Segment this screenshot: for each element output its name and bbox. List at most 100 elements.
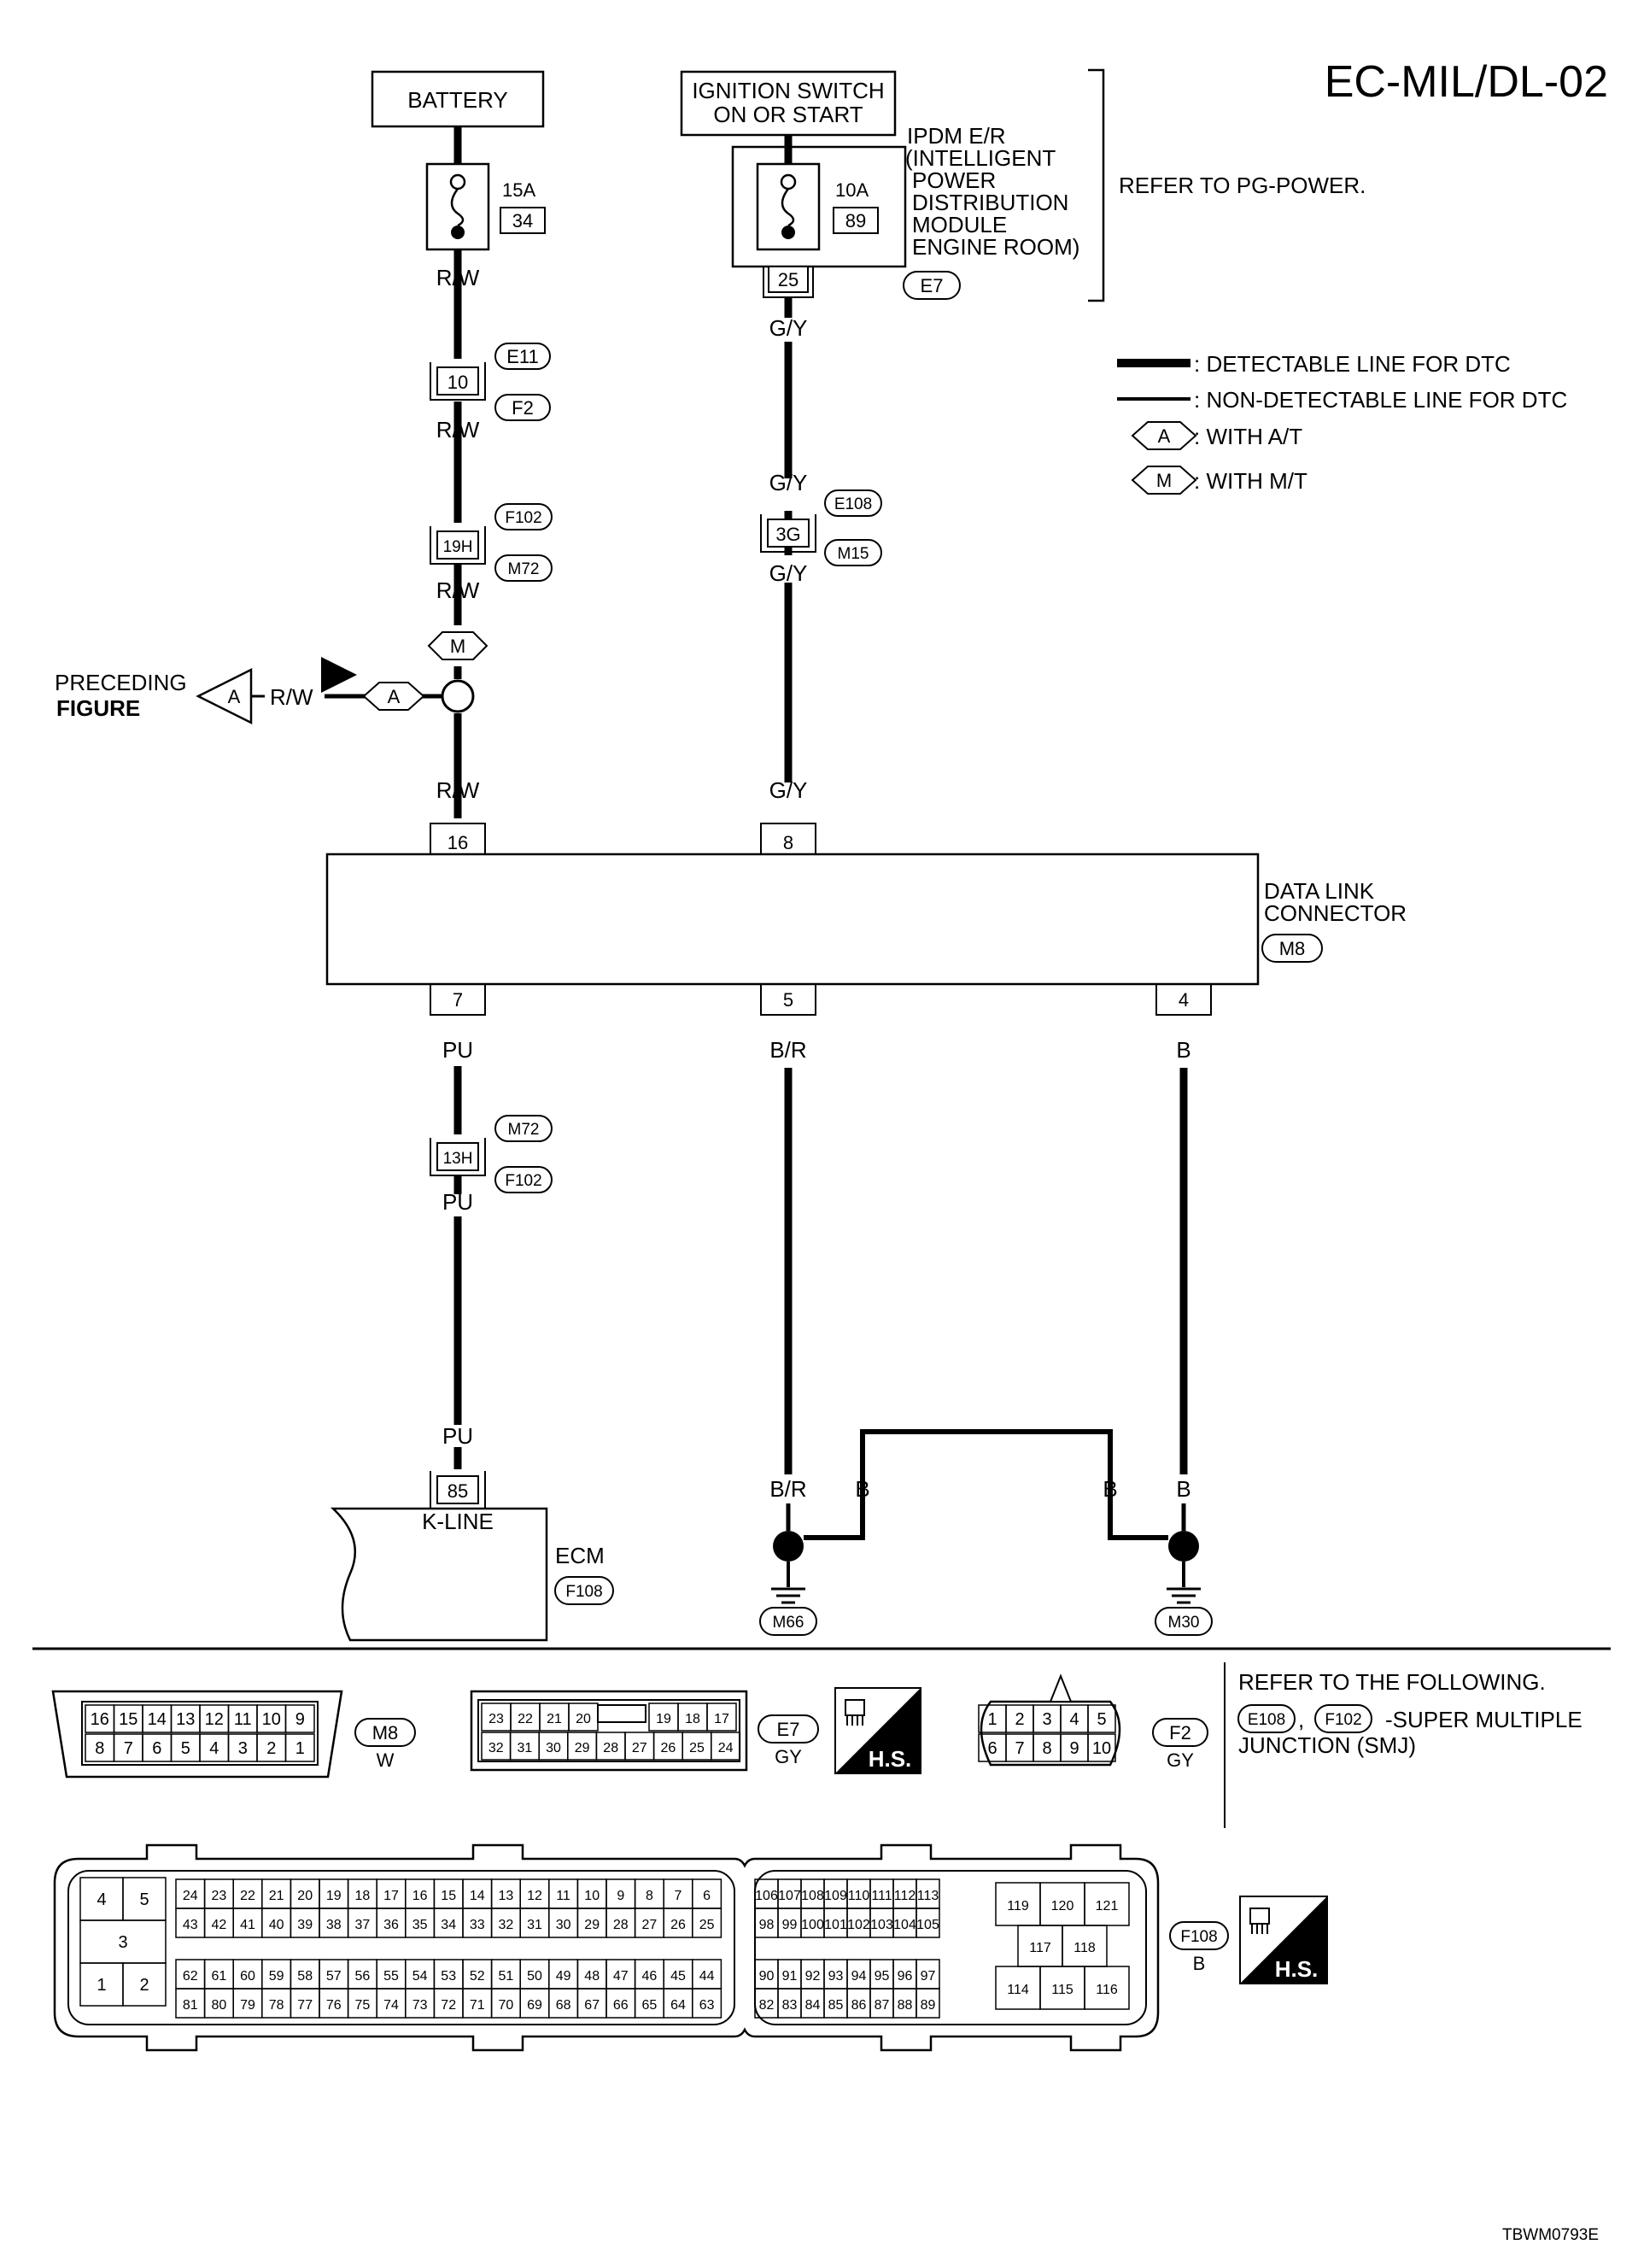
f108-pin-22: 22 <box>232 1878 263 1909</box>
f108-pin-label: 101 <box>824 1918 847 1932</box>
e7-pin-27: 27 <box>624 1732 655 1761</box>
f108-pin-label: 83 <box>782 1998 798 2013</box>
f108-pin-label: 2 <box>139 1976 149 1995</box>
f108-pin-label: 118 <box>1073 1941 1096 1955</box>
f108-pin-44: 44 <box>692 1959 722 1990</box>
e7-color: GY <box>775 1746 802 1767</box>
f108-pin-6: 6 <box>692 1878 722 1909</box>
f108-pin-label: 43 <box>183 1918 198 1932</box>
f108-pin-80: 80 <box>203 1988 234 2019</box>
m8-pin-label: 3 <box>238 1739 248 1758</box>
data-link-connector-box <box>325 853 1260 986</box>
left-wire-color-2: R/W <box>436 417 480 442</box>
f108-pin-89: 89 <box>916 1988 940 2019</box>
hs-icon-e7: H.S. <box>834 1687 921 1774</box>
f108-pin-label: 81 <box>183 1998 198 2013</box>
conn-m15-label: M15 <box>838 545 869 563</box>
refer-smj-2: JUNCTION (SMJ) <box>1238 1732 1416 1758</box>
f108-pin-60: 60 <box>232 1959 263 1990</box>
f108-pin-label: 11 <box>556 1889 570 1903</box>
f108-pin-label: 71 <box>470 1998 485 2013</box>
e7-pin-28: 28 <box>595 1732 626 1761</box>
legend-mt-text: : WITH M/T <box>1194 468 1307 494</box>
fuse-right-amp: 10A <box>835 179 869 201</box>
f108-pin-62: 62 <box>175 1959 206 1990</box>
f108-pin-2: 2 <box>122 1962 167 2007</box>
conn-m15-tag: M15 <box>824 539 882 566</box>
f108-pin-95: 95 <box>869 1959 894 1990</box>
f108-pin-105: 105 <box>916 1908 940 1938</box>
fuse-left-num: 34 <box>512 210 533 231</box>
f108-pin-48: 48 <box>576 1959 607 1990</box>
f108-pin-label: 26 <box>670 1918 686 1932</box>
f108-pin-label: 111 <box>871 1889 892 1903</box>
f108-pin-36: 36 <box>376 1908 407 1938</box>
f2-pin-label: 2 <box>1015 1710 1024 1729</box>
f108-pin-label: 52 <box>470 1969 485 1984</box>
f108-color: B <box>1193 1953 1206 1974</box>
e7-pin-29: 29 <box>567 1732 598 1761</box>
ecm-conn-tag: F108 <box>554 1576 614 1605</box>
k-line-label: K-LINE <box>422 1509 494 1534</box>
f108-pin-label: 15 <box>441 1889 456 1903</box>
f108-pin-label: 32 <box>499 1918 514 1932</box>
f108-pin-label: 68 <box>556 1998 571 2013</box>
f108-pin-label: 97 <box>921 1969 936 1984</box>
f108-pin-label: 88 <box>898 1998 913 2013</box>
f108-pin-31: 31 <box>519 1908 550 1938</box>
f108-pin-label: 4 <box>97 1890 106 1909</box>
f108-pin-67: 67 <box>576 1988 607 2019</box>
fuse-right-icon <box>756 135 821 251</box>
f108-pin-label: 45 <box>670 1969 686 1984</box>
f108-pin-99: 99 <box>777 1908 802 1938</box>
f108-pin-label: 66 <box>613 1998 629 2013</box>
f108-pin-label: 72 <box>441 1998 456 2013</box>
f108-pin-29: 29 <box>576 1908 607 1938</box>
f108-pin-label: 29 <box>584 1918 600 1932</box>
m8-pin-2: 2 <box>256 1733 287 1762</box>
m8-pin-label: 14 <box>148 1710 167 1729</box>
f2-pin-label: 10 <box>1092 1739 1111 1758</box>
f108-pin-label: 92 <box>805 1969 821 1984</box>
pu-pin-13h: 13H <box>430 1138 486 1176</box>
dlc-pin-16: 16 <box>430 823 486 854</box>
f108-pin-label: 3 <box>118 1933 127 1952</box>
br-color-1: B/R <box>769 1037 806 1063</box>
m8-pin-7: 7 <box>113 1733 143 1762</box>
br-color-2: B/R <box>769 1476 806 1502</box>
branch-at-tag: A <box>362 682 425 711</box>
m8-pin-9: 9 <box>284 1704 315 1733</box>
refer-bracket <box>1088 68 1105 302</box>
fuse-left-num-box <box>500 207 546 234</box>
f108-pin-38: 38 <box>319 1908 349 1938</box>
ground-m66-tag: M66 <box>759 1607 817 1636</box>
f108-pin-label: 60 <box>240 1969 255 1984</box>
f108-pin-label: 36 <box>383 1918 399 1932</box>
f108-pin-label: 54 <box>412 1969 428 1984</box>
f108-pin-21: 21 <box>261 1878 292 1909</box>
f108-pin-label: 44 <box>699 1969 715 1984</box>
f108-pin-32: 32 <box>490 1908 521 1938</box>
f2-pin-label: 6 <box>987 1739 997 1758</box>
f108-pin-label: 64 <box>670 1998 686 2013</box>
f108-pin-label: 117 <box>1029 1941 1051 1955</box>
ipdm-connector-label: E7 <box>921 275 944 296</box>
dlc-name-2: CONNECTOR <box>1264 900 1407 926</box>
f108-pin-76: 76 <box>319 1988 349 2019</box>
f108-pin-19: 19 <box>319 1878 349 1909</box>
f108-pin-7: 7 <box>663 1878 693 1909</box>
conn-f102-label-upper: F102 <box>505 509 541 527</box>
m8-pin-5: 5 <box>170 1733 201 1762</box>
f108-pin-34: 34 <box>433 1908 464 1938</box>
f108-pin-103: 103 <box>869 1908 894 1938</box>
f108-pin-59: 59 <box>261 1959 292 1990</box>
preceding-label-2: FIGURE <box>56 695 140 721</box>
f108-pin-42: 42 <box>203 1908 234 1938</box>
f108-pin-label: 70 <box>499 1998 514 2013</box>
ipdm-line-2: (INTELLIGENT <box>905 145 1056 171</box>
